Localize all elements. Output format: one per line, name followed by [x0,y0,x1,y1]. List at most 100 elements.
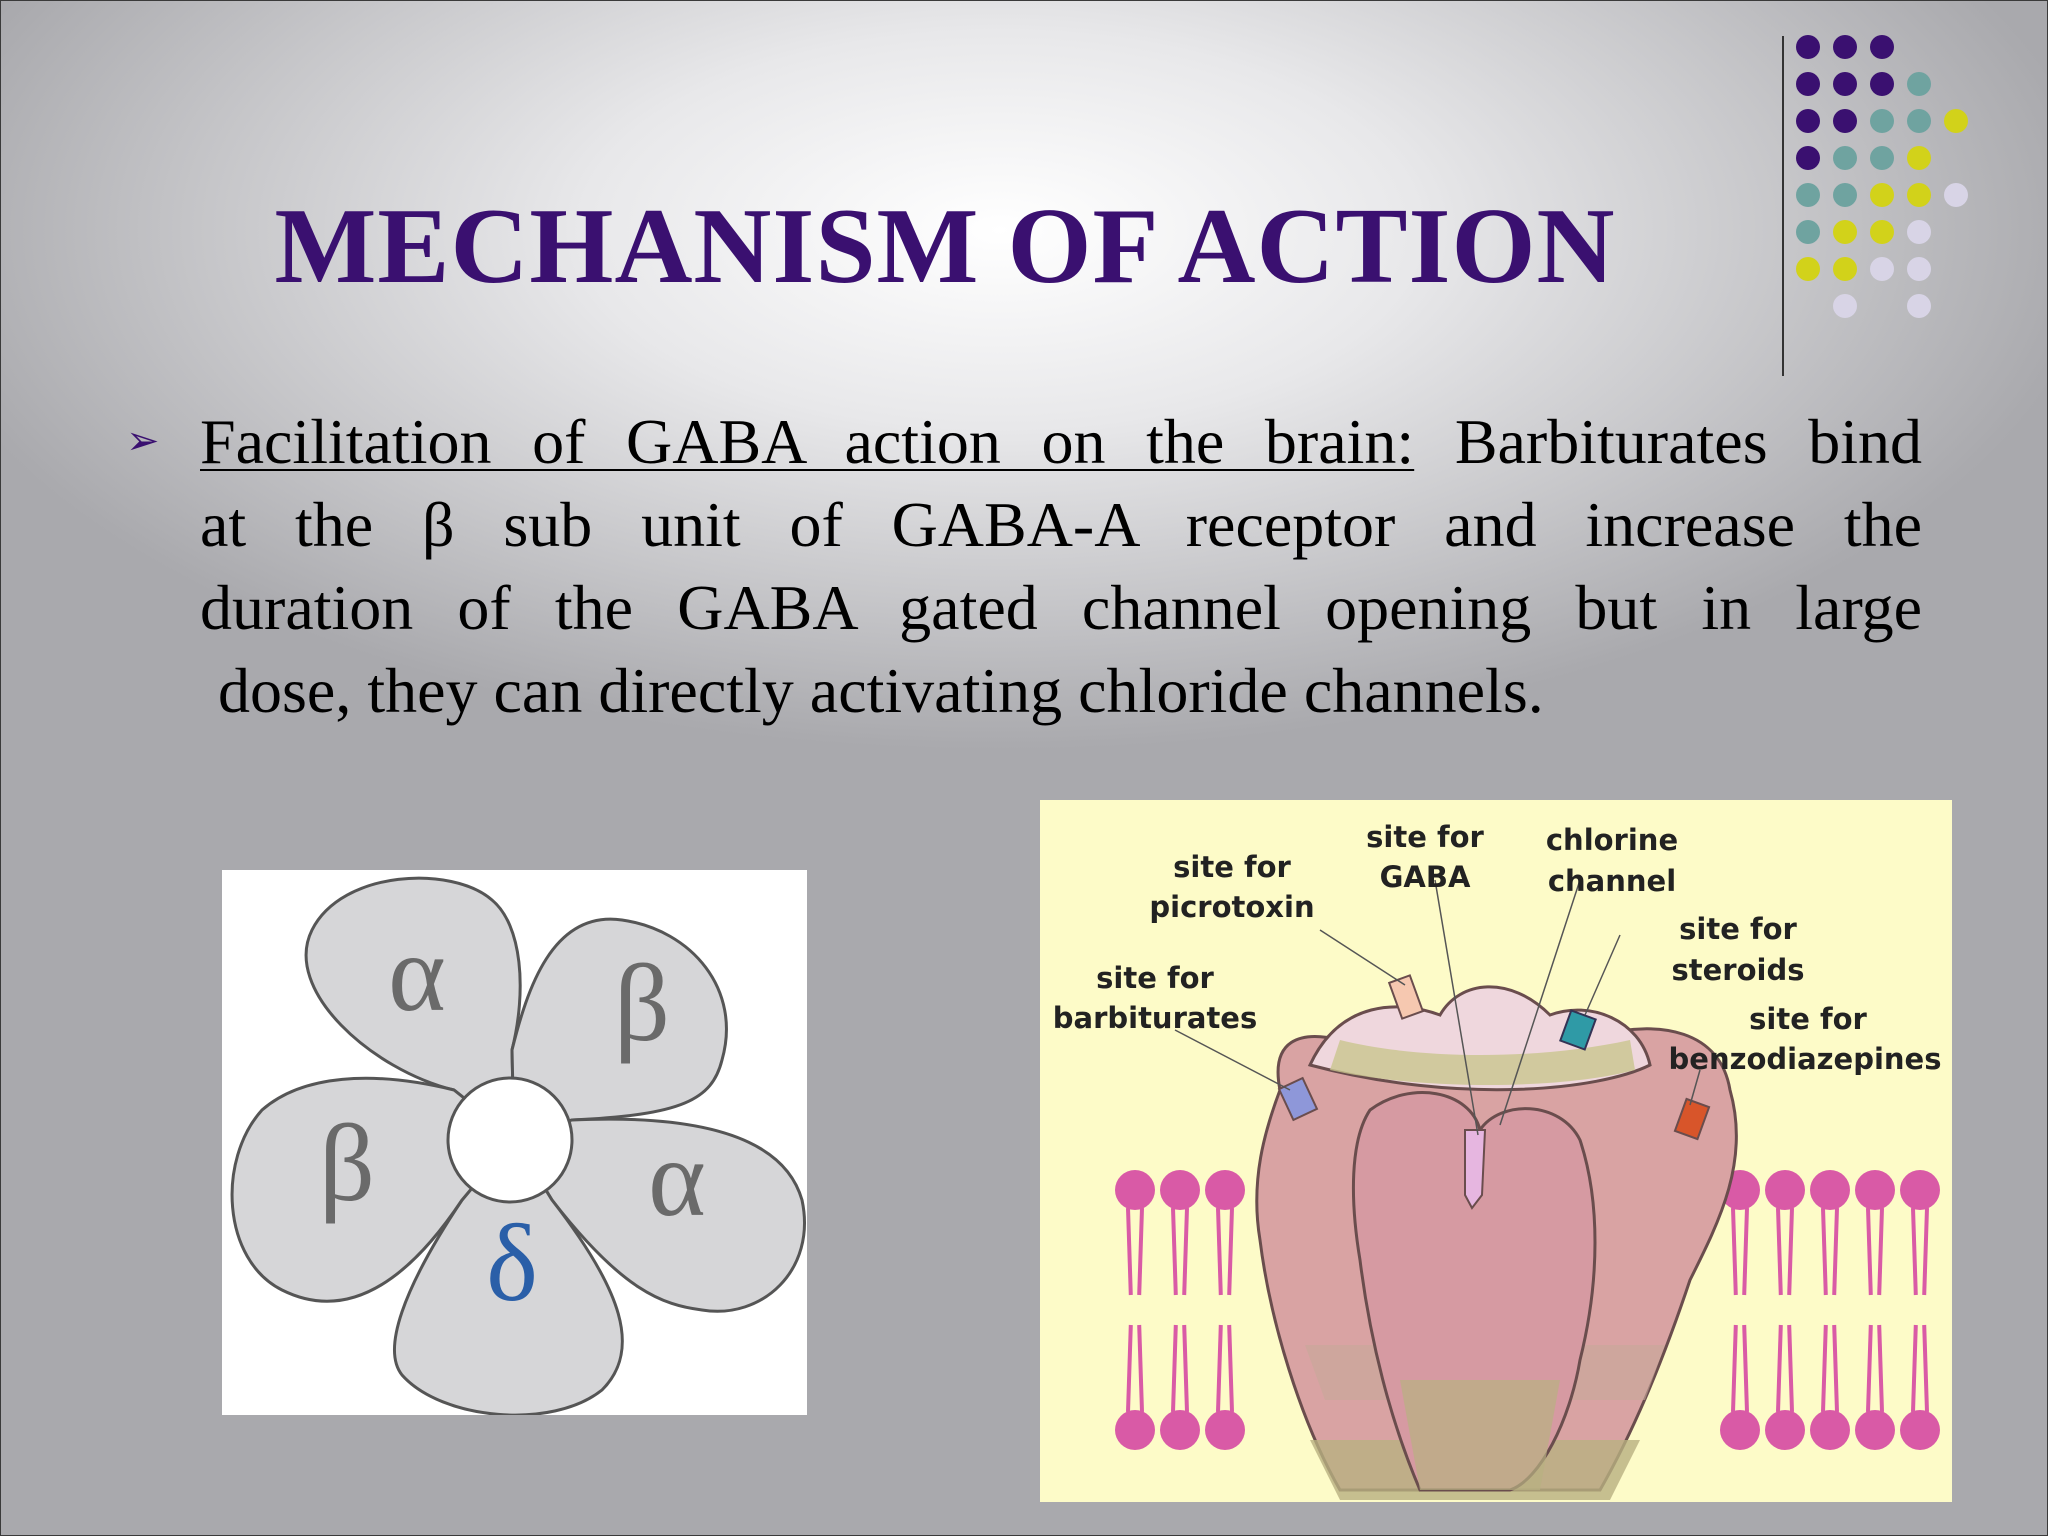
lipid-head [1205,1410,1245,1450]
leader-lines [1174,879,1701,1136]
slide-title: MECHANISM OF ACTION [274,187,1616,306]
decorative-dot [1870,220,1894,244]
decorative-dot-grid [1796,35,1968,318]
lipid-tail [1182,1207,1189,1296]
benzodiazepine-site-marker [1673,1097,1711,1141]
subunit-diagram: α β β α δ [222,870,807,1417]
label-benzodiazepines-1: site for [1749,1002,1867,1036]
lipid-tail [1216,1324,1223,1413]
decorative-dot [1907,183,1931,207]
decorative-dot [1833,35,1857,59]
receptor-diagram: site for picrotoxin site for GABA chlori… [1040,800,1952,1502]
decorative-dot [1870,183,1894,207]
label-steroids-1: site for [1679,912,1797,946]
lipid-tail [1866,1207,1873,1296]
decorative-dot [1796,257,1820,281]
title-divider [1782,36,1784,376]
lipid-head [1765,1170,1805,1210]
decorative-dot [1796,72,1820,96]
label-gaba-1: site for [1366,820,1484,854]
decorative-dot [1870,146,1894,170]
subunit-label-alpha-top: α [388,912,446,1034]
lipid-head [1115,1410,1155,1450]
bullet-line-2: at the β sub unit of GABA-A receptor and… [200,489,1922,560]
decorative-dot [1907,109,1931,133]
decorative-dot [1833,220,1857,244]
decorative-dot [1870,257,1894,281]
lipid-tail [1742,1324,1749,1413]
decorative-dot [1796,146,1820,170]
subunit-delta-bottom [393,1135,624,1417]
lipid-head [1900,1410,1940,1450]
decorative-dot [1944,183,1968,207]
lipid-head [1115,1170,1155,1210]
decorative-dot [1907,146,1931,170]
decorative-dot [1796,220,1820,244]
lipid-tail [1731,1207,1738,1296]
decorative-dot [1833,257,1857,281]
decorative-dot [1833,146,1857,170]
lipid-tail [1776,1324,1783,1413]
lipid-tail [1821,1207,1828,1296]
lipid-tail [1821,1324,1828,1413]
subunit-beta-top [510,917,728,1141]
lipid-tail [1776,1207,1783,1296]
label-chlorine-1: chlorine [1546,823,1678,857]
decorative-dot [1907,257,1931,281]
lipid-tail [1877,1207,1884,1296]
decorative-dot [1870,109,1894,133]
lipid-head [1855,1170,1895,1210]
lipid-tail [1877,1324,1884,1413]
decorative-dot [1796,109,1820,133]
subunit-alpha-top [304,876,522,1142]
lipid-head [1810,1170,1850,1210]
lipid-tail [1171,1324,1178,1413]
bullet-paragraph: Facilitation of GABA action on the brain… [200,400,1922,732]
decorative-dot [1833,72,1857,96]
receptor-top-band [1330,1040,1635,1085]
subunit-label-beta-left: β [319,1102,375,1224]
lipid-tail [1922,1324,1929,1413]
lipid-head [1160,1410,1200,1450]
label-barbiturates-1: site for [1096,961,1214,995]
label-picrotoxin-1: site for [1173,850,1291,884]
subunit-label-alpha-right: α [648,1117,706,1239]
lipid-tail [1911,1324,1918,1413]
lipid-tail [1866,1324,1873,1413]
front-subunit-band [1400,1380,1560,1490]
lipid-head [1900,1170,1940,1210]
lipid-tail [1787,1324,1794,1413]
decorative-dot [1907,72,1931,96]
lipid-tail [1227,1324,1234,1413]
lipid-tail [1182,1324,1189,1413]
label-picrotoxin-2: picrotoxin [1149,890,1314,924]
lipid-tail [1171,1207,1178,1296]
bullet-line-1: Facilitation of GABA action on the brain… [200,400,1922,483]
lipid-tail [1832,1207,1839,1296]
subunit-label-delta: δ [486,1202,538,1324]
decorative-dot [1870,72,1894,96]
lipid-tail [1742,1207,1749,1296]
picrotoxin-site-marker [1387,974,1425,1020]
label-barbiturates-2: barbiturates [1053,1001,1258,1035]
lipid-tail [1832,1324,1839,1413]
lipid-tail [1137,1207,1144,1296]
gaba-site-marker [1464,1129,1487,1210]
subunit-beta-left [230,1076,517,1303]
lipid-head [1205,1170,1245,1210]
lipid-tail [1787,1207,1794,1296]
lipid-tail [1126,1207,1133,1296]
label-steroids-2: steroids [1672,953,1805,987]
lipid-tail [1216,1207,1223,1296]
lipid-head [1765,1410,1805,1450]
lipid-head [1720,1410,1760,1450]
bullet-line-4: dose, they can directly activating chlor… [218,655,1544,726]
label-gaba-2: GABA [1380,860,1471,894]
bullet-arrow-icon: ➢ [126,418,160,464]
bullet-heading: Facilitation of GABA action on the brain… [200,406,1415,477]
decorative-dot [1907,294,1931,318]
lipid-head [1160,1170,1200,1210]
label-chlorine-2: channel [1548,864,1676,898]
decorative-dot [1907,220,1931,244]
subunit-label-beta-top: β [614,942,670,1064]
